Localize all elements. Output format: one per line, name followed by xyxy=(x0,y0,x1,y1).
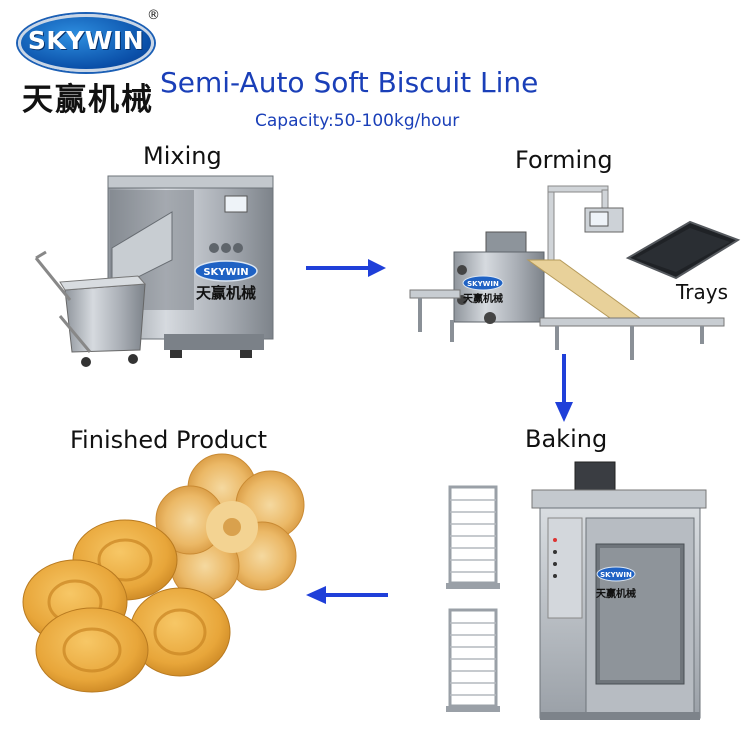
round-biscuit-right xyxy=(129,587,231,677)
oven-badge: SKYWIN 天赢机械 xyxy=(596,566,636,600)
brand-logo xyxy=(18,14,154,72)
dough-trolley xyxy=(34,250,147,367)
oven-badge-chinese: 天赢机械 xyxy=(596,587,636,600)
brand-logo-text: SKYWIN xyxy=(27,26,145,55)
baking-tray xyxy=(625,220,741,280)
label-trays: Trays xyxy=(676,280,729,304)
forming-badge: SKYWIN 天赢机械 xyxy=(462,275,504,305)
mixer-badge: SKYWIN 天赢机械 xyxy=(194,260,258,302)
label-baking: Baking xyxy=(525,425,608,453)
arrow-baking-to-finished xyxy=(306,586,388,604)
flower-biscuit xyxy=(155,453,305,601)
forming-badge-chinese: 天赢机械 xyxy=(463,292,503,305)
brand-chinese-name: 天赢机械 xyxy=(22,82,154,118)
capacity-subtitle: Capacity:50-100kg/hour xyxy=(255,111,460,131)
arrow-mixing-to-forming xyxy=(306,259,386,277)
mixer-badge-brand: SKYWIN xyxy=(203,267,248,278)
oven-rack-upper xyxy=(446,485,500,589)
registered-mark: ® xyxy=(147,8,160,23)
mixer-badge-chinese: 天赢机械 xyxy=(196,284,256,302)
label-forming: Forming xyxy=(515,146,613,174)
round-biscuit-front xyxy=(35,607,149,693)
label-mixing: Mixing xyxy=(143,142,222,170)
arrow-forming-to-baking xyxy=(555,354,573,422)
forming-badge-brand: SKYWIN xyxy=(467,280,499,288)
page-title: Semi-Auto Soft Biscuit Line xyxy=(160,66,539,99)
label-finished-product: Finished Product xyxy=(70,426,268,454)
oven-badge-brand: SKYWIN xyxy=(600,571,632,579)
oven-rack-lower xyxy=(446,608,500,712)
